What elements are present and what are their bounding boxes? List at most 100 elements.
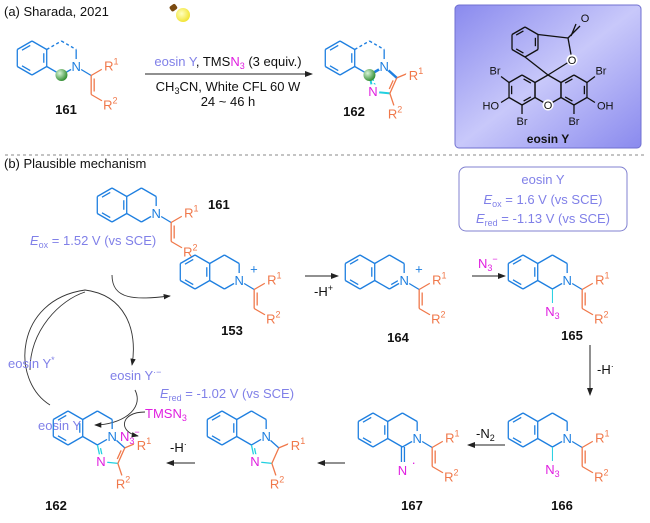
bond bbox=[253, 307, 267, 317]
eosin-y-ground: eosin Y bbox=[38, 418, 81, 433]
conditions-text: CH3CN, White CFL 60 W bbox=[156, 79, 301, 96]
label-background bbox=[442, 431, 457, 446]
bond bbox=[206, 410, 223, 421]
bond bbox=[537, 33, 569, 39]
label-background bbox=[287, 438, 302, 453]
bond bbox=[179, 279, 196, 290]
light-bulb-icon bbox=[169, 4, 190, 22]
label-background bbox=[366, 84, 380, 98]
bond bbox=[524, 26, 539, 36]
eosin-atom-label: HO bbox=[483, 101, 500, 113]
nitrogen-atom: N bbox=[71, 59, 80, 74]
bond bbox=[221, 435, 238, 446]
r2-substituent: R2 bbox=[444, 468, 458, 485]
double-bond-inner bbox=[116, 450, 122, 460]
compound-label-162b: 162 bbox=[45, 498, 67, 513]
bond bbox=[61, 40, 77, 51]
nitrogen-atom: N bbox=[412, 431, 421, 446]
compound-label-166: 166 bbox=[551, 498, 573, 513]
double-bond-inner bbox=[523, 96, 532, 102]
bond bbox=[243, 282, 255, 291]
box-ered: Ered = -1.13 V (vs SCE) bbox=[476, 211, 610, 228]
tmsn3-reagent: TMSN3 bbox=[145, 406, 187, 423]
bond bbox=[339, 40, 356, 51]
bond bbox=[511, 48, 526, 58]
reagents-text: eosin Y, TMSN3 (3 equiv.) bbox=[154, 54, 301, 71]
step-minus-h-radical: -H· bbox=[597, 361, 614, 377]
step-minus-n2: -N2 bbox=[476, 426, 495, 443]
bond bbox=[357, 437, 374, 448]
bond bbox=[224, 254, 240, 265]
label-background bbox=[248, 454, 262, 468]
bond bbox=[537, 412, 553, 423]
bond bbox=[97, 410, 113, 421]
bond bbox=[170, 240, 184, 250]
label-background bbox=[112, 477, 127, 492]
eosin-atom-label: O bbox=[568, 55, 577, 67]
double-bond-inner bbox=[523, 78, 532, 84]
r1-substituent: R1 bbox=[184, 204, 198, 221]
double-bond-inner bbox=[21, 65, 31, 72]
label-background bbox=[133, 438, 148, 453]
eosin-y-potential-box bbox=[458, 166, 628, 232]
positive-charge: + bbox=[250, 262, 258, 277]
r2-substituent: R2 bbox=[266, 310, 280, 327]
label-background bbox=[266, 477, 281, 492]
double-bond-inner bbox=[349, 279, 359, 286]
bond bbox=[324, 65, 341, 76]
bond bbox=[251, 410, 267, 421]
double-bond-inner bbox=[211, 414, 221, 421]
bond bbox=[90, 93, 104, 103]
bond bbox=[96, 212, 113, 223]
r1-substituent: R1 bbox=[409, 66, 423, 83]
r2-substituent: R2 bbox=[183, 243, 197, 260]
bond bbox=[46, 40, 62, 51]
bond bbox=[117, 447, 126, 464]
bond bbox=[537, 279, 553, 290]
bond bbox=[67, 410, 84, 421]
bond bbox=[581, 307, 595, 317]
nitrogen-atom: N bbox=[562, 431, 571, 446]
bond bbox=[206, 435, 223, 446]
double-bond-inner bbox=[512, 416, 522, 423]
bond bbox=[344, 254, 361, 265]
r2-substituent: R2 bbox=[103, 96, 117, 113]
bond bbox=[82, 435, 98, 446]
r1-substituent: R1 bbox=[291, 436, 305, 453]
label-background bbox=[94, 454, 108, 468]
bond bbox=[522, 279, 539, 290]
radical-dot: · bbox=[411, 455, 415, 470]
bond bbox=[500, 75, 510, 84]
bond bbox=[324, 40, 341, 51]
bond bbox=[126, 187, 142, 198]
bond bbox=[534, 74, 549, 84]
bond bbox=[236, 435, 252, 446]
bond bbox=[80, 68, 92, 77]
compound-label-164: 164 bbox=[387, 330, 409, 345]
bond bbox=[357, 412, 374, 423]
double-bond-inner bbox=[329, 44, 339, 51]
label-background bbox=[149, 206, 163, 219]
bond bbox=[389, 93, 395, 106]
double-bond-inner bbox=[57, 414, 67, 421]
bond bbox=[586, 75, 596, 84]
imine-nitrogen: N bbox=[398, 463, 407, 478]
step-minus-h-radical-2: -H· bbox=[170, 439, 187, 455]
bond bbox=[209, 279, 225, 290]
bond bbox=[194, 254, 211, 265]
r1-substituent: R1 bbox=[432, 271, 446, 288]
eosin-atom-label: Br bbox=[517, 116, 528, 128]
label-background bbox=[181, 206, 196, 221]
bond bbox=[571, 282, 583, 291]
label-background bbox=[592, 431, 607, 446]
double-bond-inner bbox=[57, 435, 67, 442]
bond bbox=[389, 77, 398, 94]
bond bbox=[387, 437, 403, 448]
label-background bbox=[592, 273, 607, 288]
double-bond-inner bbox=[21, 44, 31, 51]
bond bbox=[67, 435, 84, 446]
bond bbox=[369, 40, 385, 51]
bond bbox=[179, 254, 196, 265]
nitrogen-atom: N bbox=[379, 59, 388, 74]
